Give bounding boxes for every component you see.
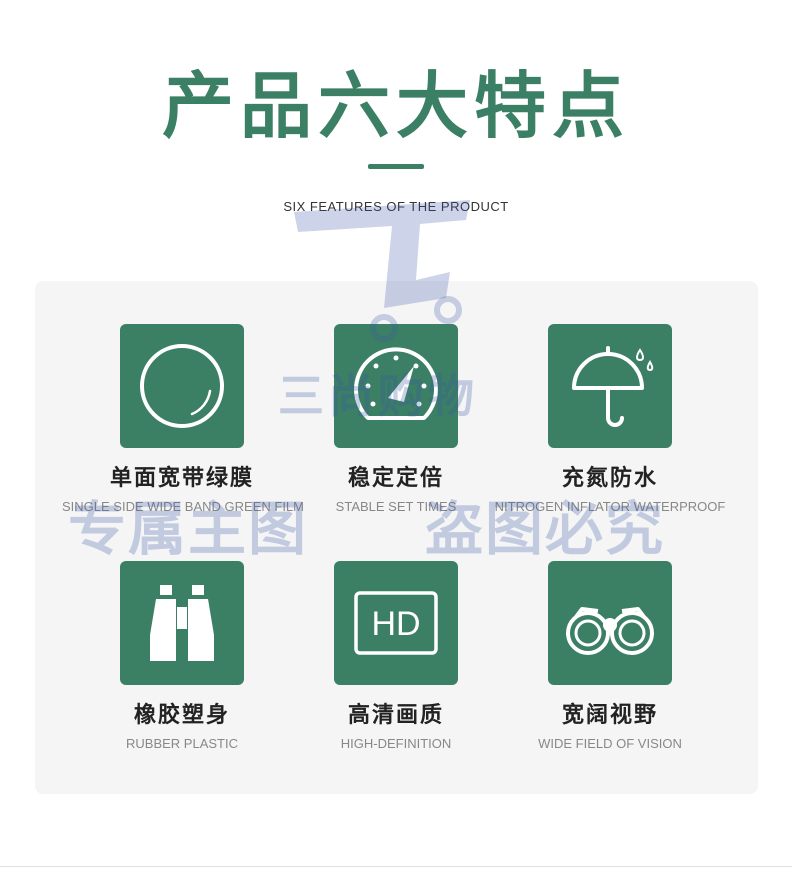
hd-label: HD bbox=[371, 605, 420, 643]
umbrella-icon bbox=[572, 346, 654, 427]
binoculars-front-icon bbox=[566, 607, 654, 655]
feature-title: 橡胶塑身 bbox=[133, 703, 230, 728]
feature-title: 单面宽带绿膜 bbox=[109, 466, 254, 491]
feature-title: 高清画质 bbox=[347, 703, 444, 728]
feature-card-rubber: 橡胶塑身 RUBBER PLASTIC bbox=[62, 561, 302, 752]
binoculars-body-icon bbox=[150, 585, 214, 661]
feature-subtitle: HIGH-DEFINITION bbox=[340, 736, 452, 751]
feature-subtitle: STABLE SET TIMES bbox=[335, 499, 457, 514]
feature-title: 稳定定倍 bbox=[347, 466, 444, 491]
hd-icon: HD bbox=[354, 591, 438, 655]
feature-card-wide-view: 宽阔视野 WIDE FIELD OF VISION bbox=[490, 561, 730, 752]
feature-title: 宽阔视野 bbox=[561, 703, 658, 728]
feature-card-stable-times: 稳定定倍 STABLE SET TIMES bbox=[276, 324, 516, 515]
feature-icon-box bbox=[334, 324, 458, 448]
lens-icon bbox=[140, 344, 224, 428]
feature-card-waterproof: 充氮防水 NITROGEN INFLATOR WATERPROOF bbox=[490, 324, 730, 515]
feature-icon-box bbox=[548, 324, 672, 448]
feature-card-hd: HD 高清画质 HIGH-DEFINITION bbox=[276, 561, 516, 752]
feature-icon-box bbox=[120, 324, 244, 448]
feature-title: 充氮防水 bbox=[561, 466, 658, 491]
gauge-icon bbox=[354, 347, 438, 420]
feature-subtitle: RUBBER PLASTIC bbox=[126, 736, 238, 751]
feature-icon-box: HD bbox=[334, 561, 458, 685]
page-subtitle: SIX FEATURES OF THE PRODUCT bbox=[283, 199, 509, 214]
title-underline bbox=[368, 164, 424, 169]
feature-subtitle: NITROGEN INFLATOR WATERPROOF bbox=[494, 499, 726, 514]
feature-subtitle: SINGLE SIDE WIDE BAND GREEN FILM bbox=[62, 499, 304, 514]
feature-icon-box bbox=[548, 561, 672, 685]
page-title: 产品六大特点 bbox=[161, 64, 630, 148]
feature-card-green-film: 单面宽带绿膜 SINGLE SIDE WIDE BAND GREEN FILM bbox=[62, 324, 304, 515]
feature-icon-box bbox=[120, 561, 244, 685]
feature-subtitle: WIDE FIELD OF VISION bbox=[538, 736, 682, 751]
bottom-divider bbox=[0, 866, 792, 867]
